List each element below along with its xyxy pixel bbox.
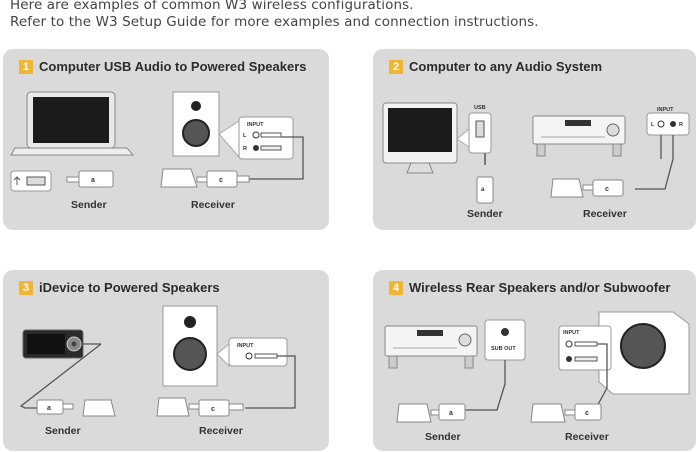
left-channel-label: L	[243, 133, 247, 139]
usb-port-icon: USB	[456, 105, 492, 154]
svg-text:c: c	[585, 410, 589, 417]
svg-text:c: c	[605, 186, 609, 193]
usb-label: USB	[474, 105, 486, 111]
left-channel-label: L	[651, 122, 655, 128]
step-number: 4	[389, 280, 403, 295]
panel-idevice: 3 iDevice to Powered Speakers a INPUT	[3, 270, 329, 451]
panel-1-illustration: a INPUT L R c	[10, 91, 304, 192]
sender-caption: Sender	[425, 431, 461, 443]
svg-text:a: a	[91, 177, 95, 184]
sender-caption: Sender	[71, 199, 107, 211]
step-number: 2	[389, 59, 403, 74]
right-channel-label: R	[679, 122, 683, 128]
receiver-dongle-icon: c	[160, 168, 250, 188]
panel-3-illustration: a INPUT c	[19, 305, 296, 417]
receiver-dongle-icon: c	[550, 178, 624, 198]
panel-usb-audio: 1 Computer USB Audio to Powered Speakers…	[3, 49, 329, 230]
input-panel-icon: INPUT	[216, 337, 288, 368]
desktop-computer-icon	[382, 102, 458, 174]
svg-text:a: a	[481, 187, 485, 193]
panel-title: 3 iDevice to Powered Speakers	[19, 280, 220, 295]
input-label: INPUT	[657, 107, 674, 113]
step-number: 3	[19, 280, 33, 295]
audio-cable	[249, 136, 304, 180]
receiver-dongle-icon: c	[156, 397, 244, 417]
idevice-icon	[22, 329, 84, 359]
input-label: INPUT	[247, 122, 264, 128]
receiver-caption: Receiver	[583, 208, 627, 220]
panel-rear-speakers: 4 Wireless Rear Speakers and/or Subwoofe…	[373, 270, 696, 451]
sender-dongle-icon: a	[476, 176, 494, 204]
sub-out-label: SUB OUT	[491, 346, 516, 352]
panel-title-text: Wireless Rear Speakers and/or Subwoofer	[409, 280, 671, 295]
panel-title: 1 Computer USB Audio to Powered Speakers	[19, 59, 307, 74]
svg-text:c: c	[211, 406, 215, 413]
panel-4-illustration: SUB OUT a INPUT c	[384, 311, 690, 423]
step-number: 1	[19, 59, 33, 74]
intro-line-2: Refer to the W3 Setup Guide for more exa…	[10, 14, 539, 30]
svg-text:a: a	[449, 410, 453, 417]
input-panel-icon: INPUT	[558, 325, 612, 371]
input-label: INPUT	[237, 343, 254, 349]
panel-title: 2 Computer to any Audio System	[389, 59, 602, 74]
panel-title-text: Computer USB Audio to Powered Speakers	[39, 59, 307, 74]
audio-cable	[19, 343, 102, 409]
powered-speaker-icon	[162, 305, 218, 387]
input-panel-icon: INPUT L R	[218, 116, 294, 160]
panel-2-illustration: USB a INPUT L R	[382, 102, 690, 204]
receiver-caption: Receiver	[191, 199, 235, 211]
svg-text:a: a	[47, 405, 51, 412]
powered-speaker-icon	[172, 91, 220, 157]
sender-dongle-icon: a	[66, 170, 114, 188]
sub-out-panel-icon: SUB OUT	[484, 319, 526, 361]
svg-text:c: c	[219, 177, 223, 184]
av-receiver-icon	[532, 115, 626, 157]
sender-dongle-icon: a	[36, 399, 116, 417]
av-receiver-icon	[384, 325, 478, 369]
receiver-dongle-icon: c	[530, 403, 602, 423]
audio-cable	[635, 135, 674, 190]
intro-line-1: Here are examples of common W3 wireless …	[10, 0, 414, 13]
sender-dongle-icon: a	[396, 403, 466, 423]
receiver-caption: Receiver	[565, 431, 609, 443]
input-label: INPUT	[563, 330, 580, 336]
panel-title: 4 Wireless Rear Speakers and/or Subwoofe…	[389, 280, 670, 295]
panel-title-text: iDevice to Powered Speakers	[39, 280, 220, 295]
sender-caption: Sender	[467, 208, 503, 220]
right-channel-label: R	[243, 146, 247, 152]
input-panel-icon: INPUT L R	[646, 107, 690, 136]
subwoofer-icon	[598, 311, 690, 395]
audio-cable	[465, 360, 506, 411]
receiver-caption: Receiver	[199, 425, 243, 437]
panel-audio-system: 2 Computer to any Audio System USB a	[373, 49, 696, 230]
laptop-icon	[10, 91, 135, 156]
panel-title-text: Computer to any Audio System	[409, 59, 603, 74]
receiver-cable	[245, 355, 296, 409]
sender-caption: Sender	[45, 425, 81, 437]
usb-port-icon	[10, 170, 52, 192]
